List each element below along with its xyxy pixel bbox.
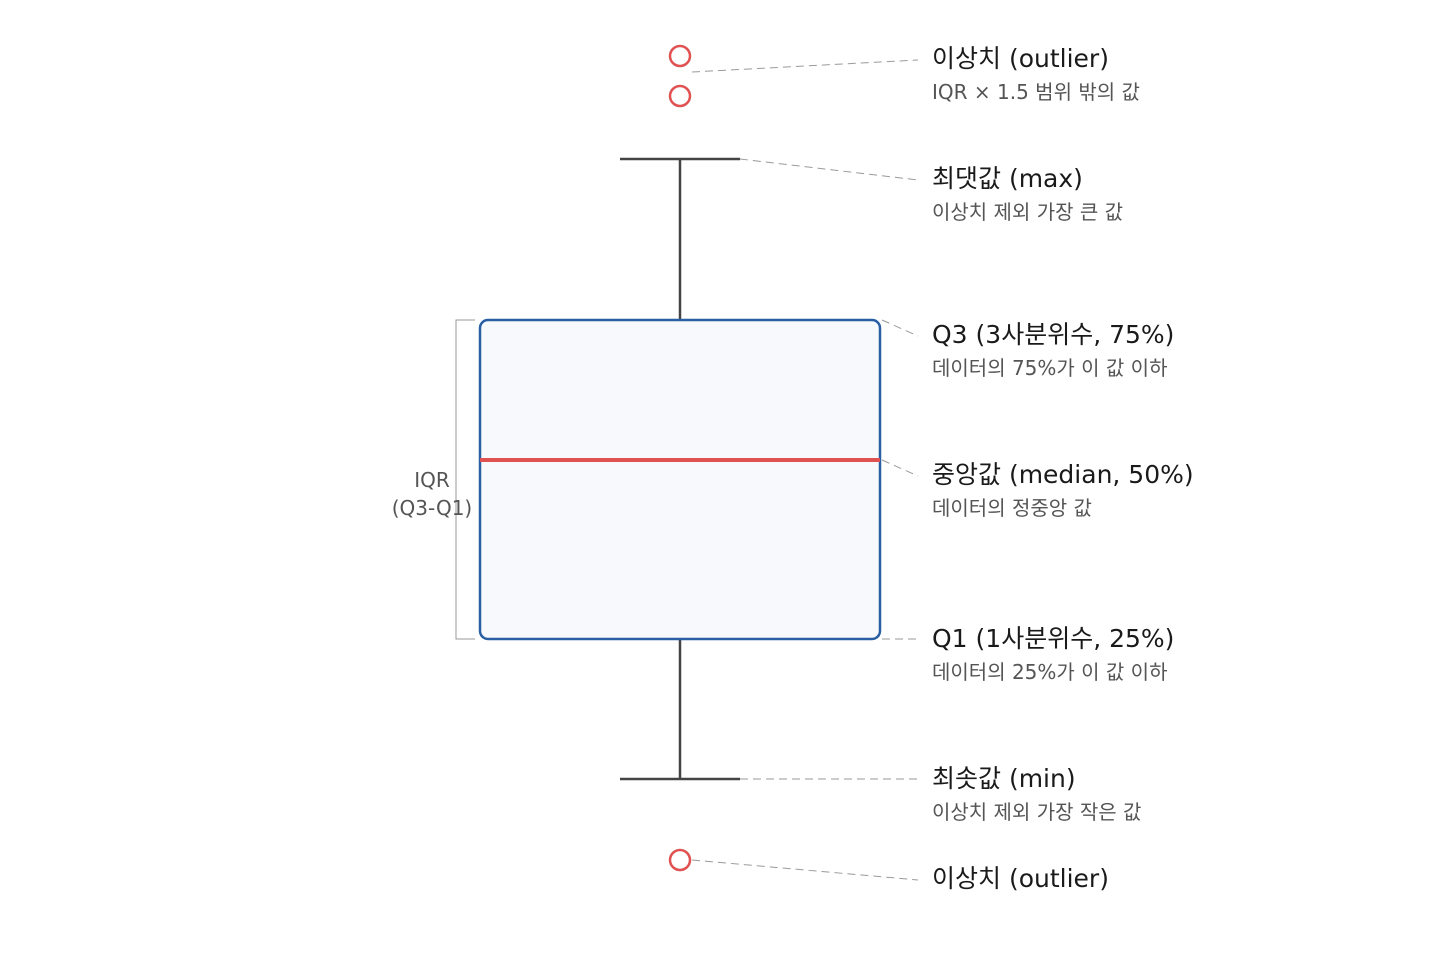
leader-outlier-bottom xyxy=(691,859,919,881)
outlier-point-top-1 xyxy=(668,44,692,68)
leader-median xyxy=(881,459,919,477)
iqr-label: IQR xyxy=(414,468,450,492)
annotation-title: 최댓값 (max) xyxy=(932,164,1083,193)
annotation-desc: 데이터의 25%가 이 값 이하 xyxy=(932,660,1167,684)
annotation-min: 최솟값 (min) 이상치 제외 가장 작은 값 xyxy=(932,764,1141,824)
annotation-desc: 이상치 제외 가장 큰 값 xyxy=(932,200,1123,224)
annotation-title: Q1 (1사분위수, 25%) xyxy=(932,624,1174,653)
annotation-desc: 이상치 제외 가장 작은 값 xyxy=(932,800,1141,824)
iqr-formula: (Q3-Q1) xyxy=(392,496,473,520)
annotation-max: 최댓값 (max) 이상치 제외 가장 큰 값 xyxy=(932,164,1123,224)
annotation-outlier-top: 이상치 (outlier) IQR × 1.5 범위 밖의 값 xyxy=(932,44,1140,104)
annotation-title: 이상치 (outlier) xyxy=(932,44,1109,73)
leader-outlier-top xyxy=(691,59,919,73)
iqr-bracket: IQR (Q3-Q1) xyxy=(392,319,475,640)
iqr-bracket-line xyxy=(455,319,475,640)
outlier-point-top-2 xyxy=(668,84,692,108)
outlier-point-bottom xyxy=(668,848,692,872)
leader-q3 xyxy=(881,319,919,337)
annotation-outlier-bottom: 이상치 (outlier) xyxy=(932,864,1109,893)
annotation-desc: IQR × 1.5 범위 밖의 값 xyxy=(932,80,1140,104)
annotation-median: 중앙값 (median, 50%) 데이터의 정중앙 값 xyxy=(932,460,1194,520)
annotation-q1: Q1 (1사분위수, 25%) 데이터의 25%가 이 값 이하 xyxy=(932,624,1174,684)
annotation-title: 중앙값 (median, 50%) xyxy=(932,460,1194,489)
annotation-desc: 데이터의 정중앙 값 xyxy=(932,496,1092,520)
annotation-desc: 데이터의 75%가 이 값 이하 xyxy=(932,356,1167,380)
annotation-q3: Q3 (3사분위수, 75%) 데이터의 75%가 이 값 이하 xyxy=(932,320,1174,380)
leader-max xyxy=(739,158,919,181)
annotation-title: Q3 (3사분위수, 75%) xyxy=(932,320,1174,349)
annotation-title: 최솟값 (min) xyxy=(932,764,1076,793)
iqr-box xyxy=(478,318,882,641)
annotation-title: 이상치 (outlier) xyxy=(932,864,1109,893)
